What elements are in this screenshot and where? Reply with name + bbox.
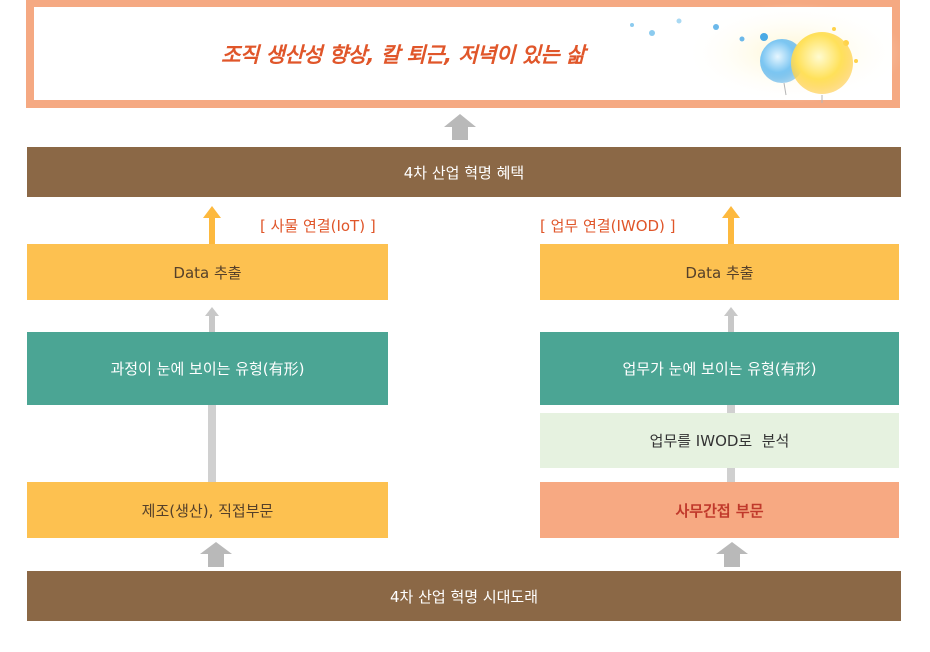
right-data-extraction-text: Data 추출 bbox=[685, 263, 754, 282]
right-gray-up-arrow-icon bbox=[724, 307, 738, 332]
right-visible-work-text: 업무가 눈에 보이는 유형(有形) bbox=[622, 360, 817, 378]
benefits-bar-text: 4차 산업 혁명 혜택 bbox=[403, 163, 525, 182]
right-connector-line-top bbox=[727, 405, 735, 413]
benefits-bar: 4차 산업 혁명 혜택 bbox=[27, 147, 901, 197]
right-bottom-up-arrow-icon bbox=[716, 542, 748, 567]
left-visible-process-box: 과정이 눈에 보이는 유형(有形) bbox=[27, 332, 388, 405]
era-bar: 4차 산업 혁명 시대도래 bbox=[27, 571, 901, 621]
right-visible-work-box: 업무가 눈에 보이는 유형(有形) bbox=[540, 332, 899, 405]
iwod-analysis-box: 업무를 IWOD로 분석 bbox=[540, 413, 899, 468]
era-bar-text: 4차 산업 혁명 시대도래 bbox=[389, 587, 539, 606]
left-yellow-up-arrow-icon bbox=[203, 206, 221, 244]
manufacturing-direct-box: 제조(생산), 직접부문 bbox=[27, 482, 388, 538]
right-yellow-up-arrow-icon bbox=[722, 206, 740, 244]
iwod-analysis-text: 업무를 IWOD로 분석 bbox=[649, 432, 790, 450]
iwod-connection-label: [ 업무 연결(IWOD) ] bbox=[540, 217, 676, 235]
left-gray-up-arrow-icon bbox=[205, 307, 219, 332]
left-data-extraction-text: Data 추출 bbox=[173, 263, 242, 282]
office-indirect-box: 사무간접 부문 bbox=[540, 482, 899, 538]
manufacturing-direct-text: 제조(생산), 직접부문 bbox=[141, 501, 274, 520]
goal-banner-text: 조직 생산성 향상, 칼 퇴근, 저녁이 있는 삶 bbox=[221, 42, 585, 67]
iot-connection-label: [ 사물 연결(IoT) ] bbox=[260, 217, 376, 235]
goal-banner: 조직 생산성 향상, 칼 퇴근, 저녁이 있는 삶 bbox=[26, 0, 904, 108]
light-bulb-balloons-icon bbox=[630, 3, 904, 103]
office-indirect-text: 사무간접 부문 bbox=[675, 501, 764, 520]
right-data-extraction-box: Data 추출 bbox=[540, 244, 899, 300]
left-connector-line bbox=[208, 405, 216, 482]
left-visible-process-text: 과정이 눈에 보이는 유형(有形) bbox=[110, 360, 305, 378]
left-data-extraction-box: Data 추출 bbox=[27, 244, 388, 300]
right-connector-line-bottom bbox=[727, 468, 735, 482]
up-arrow-icon bbox=[444, 114, 476, 140]
left-bottom-up-arrow-icon bbox=[200, 542, 232, 567]
